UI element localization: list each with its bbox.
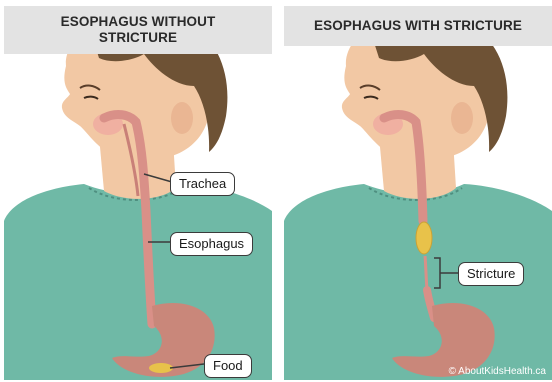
panel-header: ESOPHAGUS WITHOUT STRICTURE <box>4 6 272 54</box>
child-anatomy-illustration <box>284 6 552 380</box>
trachea-label: Trachea <box>170 172 235 196</box>
stricture-label: Stricture <box>458 262 524 286</box>
panel-title: ESOPHAGUS WITH STRICTURE <box>314 18 522 34</box>
panel-divider <box>276 6 278 380</box>
panel-header: ESOPHAGUS WITH STRICTURE <box>284 6 552 46</box>
panel-title: ESOPHAGUS WITHOUT STRICTURE <box>61 14 216 46</box>
food-label: Food <box>204 354 252 378</box>
esophagus-label: Esophagus <box>170 232 253 256</box>
panel-with-stricture: ESOPHAGUS WITH STRICTURE Stricture © Abo… <box>284 6 552 380</box>
panel-without-stricture: ESOPHAGUS WITHOUT STRICTURE Trachea Esop… <box>4 6 272 380</box>
credit-text: © AboutKidsHealth.ca <box>449 366 546 377</box>
